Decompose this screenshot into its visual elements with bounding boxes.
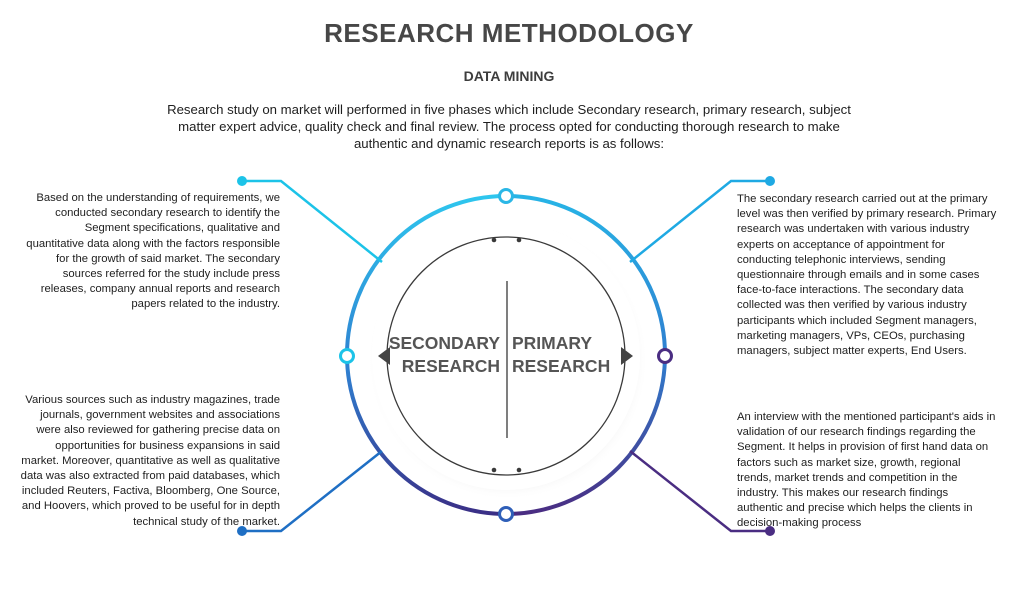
primary-label-line2: RESEARCH <box>512 356 611 376</box>
secondary-research-label: SECONDARY RESEARCH <box>380 332 500 378</box>
connector-top-right <box>629 179 770 263</box>
connector-dot-top-left <box>237 176 247 186</box>
paragraph-top-left: Based on the understanding of requiremen… <box>26 192 280 311</box>
inner-disc <box>372 222 640 490</box>
connector-top-left <box>242 179 383 263</box>
paragraph-bottom-left: Various sources such as industry magazin… <box>20 394 280 528</box>
intro-text: Research study on market will performed … <box>167 102 851 151</box>
connector-dot-bottom-right <box>765 526 775 536</box>
secondary-label-line1: SECONDARY <box>388 333 500 353</box>
page-subtitle: DATA MINING <box>463 68 555 84</box>
left-arrow-icon <box>378 347 390 365</box>
connector-bottom-right <box>629 450 770 533</box>
page-title: RESEARCH METHODOLOGY <box>324 18 694 48</box>
small-dot-top-right <box>516 237 522 243</box>
small-dot-top-left <box>491 237 497 243</box>
small-dot-bottom-left <box>491 467 497 473</box>
ring-node-top <box>498 188 514 204</box>
connector-dot-top-right <box>765 176 775 186</box>
secondary-label-line2: RESEARCH <box>401 356 500 376</box>
small-dot-bottom-right <box>516 467 522 473</box>
connector-bottom-left <box>242 450 383 533</box>
paragraph-bottom-right: An interview with the mentioned particip… <box>737 411 996 530</box>
paragraph-top-right: The secondary research carried out at th… <box>737 193 997 358</box>
ring-node-bottom <box>498 506 514 522</box>
primary-research-label: PRIMARY RESEARCH <box>512 332 632 378</box>
connector-dot-bottom-left <box>237 526 247 536</box>
ring-node-right <box>657 348 673 364</box>
ring-node-left <box>339 348 355 364</box>
primary-label-line1: PRIMARY <box>512 333 593 353</box>
right-arrow-icon <box>621 347 633 365</box>
